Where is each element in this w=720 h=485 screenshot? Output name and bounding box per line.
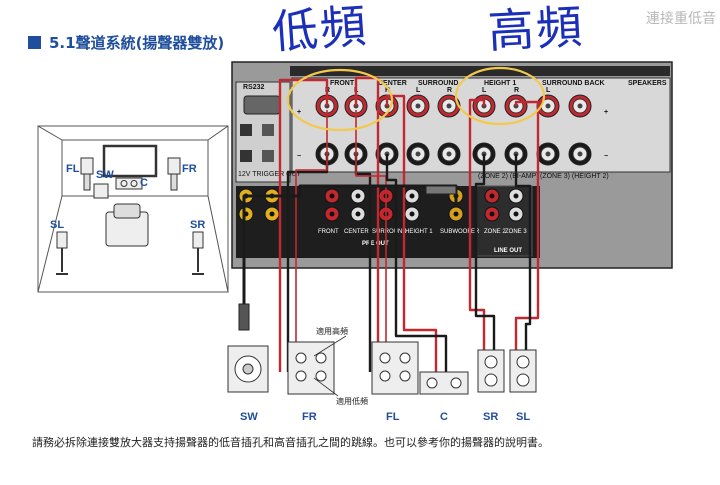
rca-plug-icon bbox=[238, 303, 250, 331]
port-b-icon bbox=[240, 150, 252, 162]
speaker-label-sr: SR bbox=[483, 411, 498, 423]
channel-r-label: R bbox=[514, 87, 519, 94]
fr-speaker-icon bbox=[167, 157, 181, 175]
rca-jack-2-2 bbox=[264, 206, 280, 222]
rca-jack-6-2 bbox=[404, 206, 420, 222]
port-a-icon bbox=[240, 124, 252, 136]
line-out-heading: LINE OUT bbox=[494, 248, 522, 254]
speaker-label-fl: FL bbox=[386, 411, 400, 423]
annotation-high-freq: 適用高頻 bbox=[316, 326, 348, 336]
zone3-label: ZONE 3 bbox=[505, 229, 527, 235]
port-c-icon bbox=[262, 124, 274, 136]
page-title: 5.1聲道系統(揚聲器雙放) bbox=[28, 32, 224, 53]
rca-jack-8-1 bbox=[484, 188, 500, 204]
handwritten-high-freq: 高頻 bbox=[486, 0, 586, 59]
group-front: FRONT bbox=[330, 80, 355, 87]
plus-right: + bbox=[604, 109, 608, 116]
pre-label-height1: HEIGHT 1 bbox=[405, 229, 433, 235]
rca-jack-4-2 bbox=[350, 206, 366, 222]
room-label-sw: SW bbox=[96, 169, 114, 181]
room-label-sl: SL bbox=[50, 219, 64, 231]
bottom-label-zone3: (ZONE 3) (HEIGHT 2) bbox=[540, 173, 609, 180]
rca-jack-3-2 bbox=[324, 206, 340, 222]
channel-r-label: L bbox=[546, 87, 551, 94]
speakers-row: 適用高頻 適用低頻 SW FR FL C SR SL bbox=[227, 326, 537, 423]
channel-r-label: R bbox=[447, 87, 452, 94]
rs232-port-icon bbox=[243, 95, 281, 115]
annotation-low-freq: 適用低頻 bbox=[336, 396, 368, 406]
group-center: CENTER bbox=[378, 80, 407, 87]
speaker-label-c: C bbox=[440, 411, 448, 423]
binding-post-minus-9 bbox=[568, 142, 592, 166]
sl-speaker-icon bbox=[56, 231, 68, 249]
title-square-icon bbox=[28, 36, 41, 49]
zone2-label: ZONE 2 bbox=[484, 229, 506, 235]
sw-box-icon bbox=[93, 183, 109, 199]
group-surround: SURROUND bbox=[418, 80, 458, 87]
rca-jack-1-2 bbox=[238, 206, 254, 222]
rca-jack-3-1 bbox=[324, 188, 340, 204]
fl-speaker-terminal-icon bbox=[371, 341, 419, 395]
port-d-icon bbox=[262, 150, 274, 162]
pre-label-subwoofer: SUBWOOFER bbox=[440, 229, 480, 235]
pre-label-front: FRONT bbox=[318, 229, 339, 235]
binding-post-minus-8 bbox=[536, 142, 560, 166]
binding-post-plus-4 bbox=[406, 94, 430, 118]
tv-screen-icon bbox=[102, 144, 158, 178]
binding-post-plus-9 bbox=[568, 94, 592, 118]
receiver-back-panel: RS232 12V TRIGGER OUT FRONT CENTER SURRO… bbox=[231, 61, 673, 269]
footnote: 請務必拆除連接雙放大器支持揚聲器的低音插孔和高音插孔之間的跳線。也可以參考你的揚… bbox=[32, 436, 549, 449]
binding-post-plus-5 bbox=[437, 94, 461, 118]
rca-jack-9-2 bbox=[508, 206, 524, 222]
group-surround-back: SURROUND BACK bbox=[542, 80, 605, 87]
minus-right: − bbox=[604, 153, 608, 160]
bottom-label-zone2: (ZONE 2) (BI-AMP) bbox=[478, 173, 539, 180]
speaker-label-sl: SL bbox=[516, 411, 530, 423]
sr-speaker-icon bbox=[192, 231, 204, 249]
pre-label-surround: SURROUND bbox=[372, 229, 407, 235]
trigger-label: 12V TRIGGER OUT bbox=[238, 171, 302, 178]
pre-out-heading: PRE OUT bbox=[362, 241, 389, 247]
fl-speaker-icon bbox=[80, 157, 94, 175]
channel-r-label: L bbox=[482, 87, 487, 94]
handwritten-low-freq: 低頻 bbox=[270, 0, 370, 60]
speakers-heading: SPEAKERS bbox=[628, 80, 667, 87]
minus-left: − bbox=[297, 153, 301, 160]
plus-left: + bbox=[297, 109, 301, 116]
binding-post-minus-4 bbox=[406, 142, 430, 166]
binding-post-minus-5 bbox=[437, 142, 461, 166]
pre-label-center: CENTER bbox=[344, 229, 369, 235]
fr-speaker-terminal-icon bbox=[287, 341, 335, 395]
title-text: 5.1聲道系統(揚聲器雙放) bbox=[49, 34, 225, 52]
room-label-fl: FL bbox=[66, 163, 80, 175]
rca-jack-6-1 bbox=[404, 188, 420, 204]
speaker-label-fr: FR bbox=[302, 411, 317, 423]
room-label-fr: FR bbox=[182, 163, 197, 175]
center-speaker-icon bbox=[115, 177, 143, 190]
room-layout: FL FR SW C SL SR bbox=[37, 125, 229, 293]
rca-jack-8-2 bbox=[484, 206, 500, 222]
rca-jack-7-2 bbox=[448, 206, 464, 222]
binding-post-minus-6 bbox=[472, 142, 496, 166]
speaker-cables bbox=[238, 76, 540, 372]
rs232-label: RS232 bbox=[243, 84, 265, 91]
rca-jack-4-1 bbox=[350, 188, 366, 204]
channel-r-label: L bbox=[416, 87, 421, 94]
group-height1: HEIGHT 1 bbox=[484, 80, 516, 87]
channel-r-label: R bbox=[385, 87, 390, 94]
speaker-label-sw: SW bbox=[240, 411, 258, 423]
room-label-sr: SR bbox=[190, 219, 205, 231]
watermark: 連接重低音 bbox=[646, 11, 716, 27]
highlight-circles bbox=[286, 66, 546, 132]
rca-jack-9-1 bbox=[508, 188, 524, 204]
room-label-c: C bbox=[140, 177, 148, 189]
